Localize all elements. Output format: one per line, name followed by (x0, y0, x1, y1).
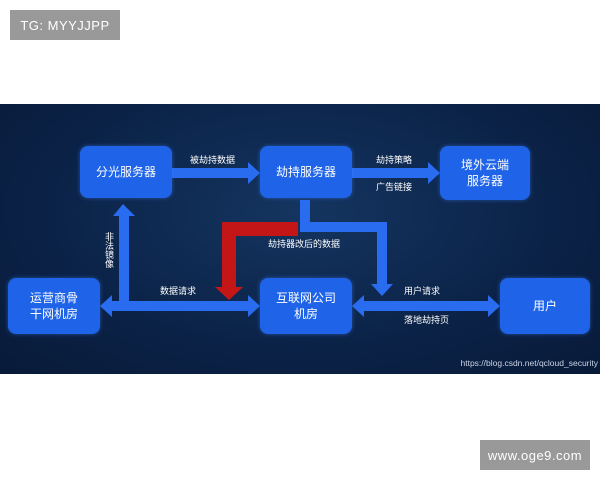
watermark-bottom: www.oge9.com (480, 440, 590, 470)
arrow-hijack-to-overseas (352, 162, 440, 184)
internet-company-idc-node: 互联网公司 机房 (260, 278, 352, 334)
arrow-distributor-to-hijack (172, 162, 260, 184)
label-modified-data: 劫持器改后的数据 (268, 240, 341, 250)
watermark-top: TG: MYYJJPP (10, 10, 120, 40)
label-ad-link: 广告链接 (376, 183, 413, 193)
diagram-panel: 分光服务器 劫持服务器 境外云端 服务器 运营商骨 干网机房 互联网公司 机房 … (0, 104, 600, 374)
label-user-request: 用户请求 (404, 287, 441, 297)
label-hijacked-data: 被劫持数据 (190, 156, 236, 166)
overseas-cloud-server-node: 境外云端 服务器 (440, 146, 530, 200)
arrows-layer (100, 162, 500, 317)
arrow-idc-user (352, 295, 500, 317)
label-illegal-mirror: 非法镜像 (103, 232, 113, 268)
carrier-backbone-node: 运营商骨 干网机房 (8, 278, 100, 334)
user-node: 用户 (500, 278, 590, 334)
distributor-server-node: 分光服务器 (80, 146, 172, 198)
arrow-backbone-idc (100, 295, 260, 317)
arrow-hijack-to-idc-right (300, 200, 393, 296)
label-hijack-strategy: 劫持策略 (376, 156, 413, 166)
source-url-watermark: https://blog.csdn.net/qcloud_security (460, 358, 599, 368)
hijack-server-node: 劫持服务器 (260, 146, 352, 198)
label-landing-page: 落地劫持页 (404, 316, 450, 326)
label-data-request: 数据请求 (160, 287, 197, 297)
arrow-backbone-to-distributor (113, 204, 135, 304)
arrow-modified-data (215, 222, 298, 300)
